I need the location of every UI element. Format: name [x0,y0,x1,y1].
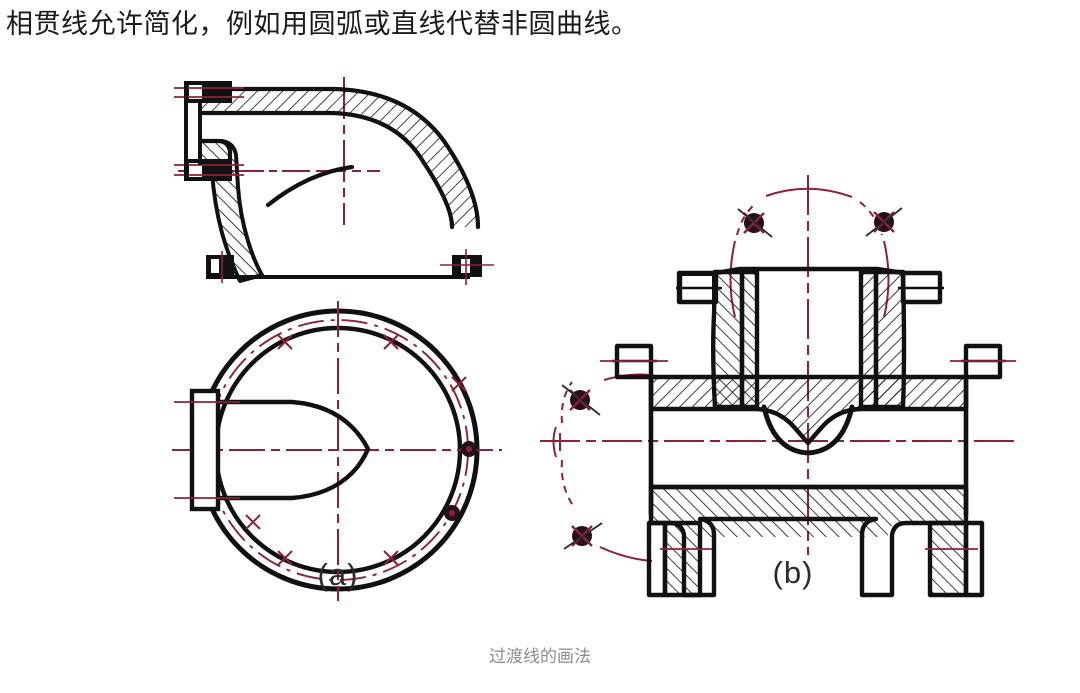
subfigure-a-label: (a) [318,557,359,592]
circle-centerlines [172,301,502,601]
tee-run-left-flange-upper [614,343,654,380]
branch-flange [174,388,240,512]
branch-pipe-profile [215,399,371,501]
elbow-bottom-left-foot [206,251,234,283]
tee-run-left-flange-upper-slot [600,352,668,363]
figure-caption: 过渡线的画法 [489,647,591,666]
tee-branch-flange-left-outer [676,270,719,305]
tee-run-top-wall [648,374,969,446]
bolt-marker [563,522,603,550]
tee-run-right-flange-upper-slot [950,352,1016,363]
tee-branch-flange-right-slot [898,279,944,290]
subfigure-b-section-view: (b) [540,175,1016,598]
elbow-wall-hatching [198,89,478,227]
tee-run-right-flange-upper [963,343,1003,380]
elbow-bottom-right-foot [440,249,494,285]
tee-run-right-flange-lower [963,520,985,598]
drawing-canvas: (a) [172,77,1016,601]
bolt-circle-tick-marks [245,334,467,566]
tee-left-bolt-arc [552,373,653,562]
bolt-marker [737,208,773,238]
technical-drawing-figure: (a) [0,55,1080,625]
subfigure-a-circular-view: (a) [172,301,502,601]
elbow-left-flange-top [174,81,244,103]
bolt-marker [561,384,601,416]
circle-bolt-markers [444,441,477,521]
tee-bolt-markers [561,207,903,550]
subfigure-a-section-view [174,77,494,285]
bolt-marker [865,207,903,237]
subfigure-b-label: (b) [773,555,814,590]
tee-transition-arc [761,404,855,456]
tee-branch-flange-right [900,270,943,305]
page-title: 相贯线允许简化，例如用圆弧或直线代替非圆曲线。 [6,9,639,39]
tee-run-left-flange-lower [646,520,668,598]
elbow-transition-line [265,164,355,208]
elbow-left-flange-faces [184,85,202,179]
